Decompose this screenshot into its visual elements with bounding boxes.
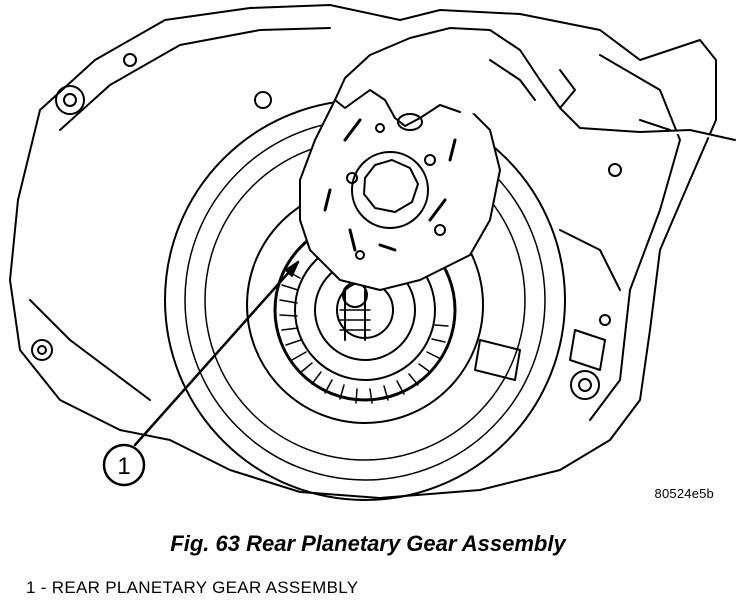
figure-reference-id: 80524e5b: [654, 486, 714, 501]
transmission-case: [9, 4, 717, 499]
technician-hand: [334, 27, 736, 141]
callout-1: 1: [102, 443, 146, 487]
callout-1-label: 1: [117, 453, 130, 480]
case-bolt-bosses: [31, 53, 622, 400]
line-drawing: 1: [9, 4, 736, 501]
legend-item: 1 - REAR PLANETARY GEAR ASSEMBLY: [26, 578, 359, 597]
input-shaft: [339, 289, 371, 341]
figure-caption: Fig. 63 Rear Planetary Gear Assembly: [170, 531, 566, 556]
callout-leader: [133, 260, 300, 447]
